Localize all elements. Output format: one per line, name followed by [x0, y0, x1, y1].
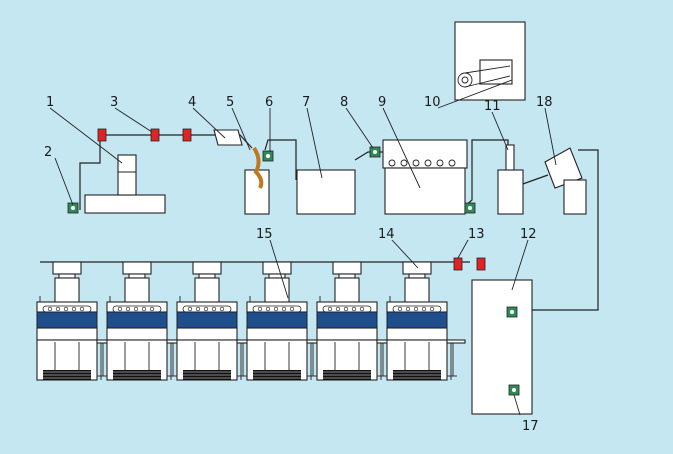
- label-14: 14: [378, 227, 395, 242]
- machine-icon: [106, 261, 186, 381]
- machine-icon: [176, 261, 256, 381]
- label-7: 7: [302, 95, 310, 110]
- machine-icon: [36, 261, 116, 381]
- label-18: 18: [536, 95, 553, 110]
- label-8: 8: [340, 95, 348, 110]
- label-12: 12: [520, 227, 537, 242]
- green-valve-icon: [262, 150, 274, 162]
- label-10: 10: [424, 95, 441, 110]
- machine-icon: [386, 261, 466, 381]
- unit-18: [544, 147, 587, 215]
- unit-7: [296, 169, 356, 215]
- label-13: 13: [468, 227, 485, 242]
- unit-5: [244, 146, 270, 215]
- red-valve-icon: [476, 257, 486, 271]
- label-2: 2: [44, 145, 52, 160]
- machine-icon: [316, 261, 396, 381]
- leader-lines: [49, 79, 557, 416]
- label-9: 9: [378, 95, 386, 110]
- unit-1: [84, 154, 166, 214]
- green-valve-icon: [506, 306, 518, 318]
- machine-icon: [246, 261, 326, 381]
- unit-12: [471, 279, 533, 415]
- machines: [36, 261, 466, 381]
- green-valve-icon: [508, 384, 520, 396]
- label-1: 1: [46, 95, 54, 110]
- green-valve-icon: [369, 146, 381, 158]
- label-3: 3: [110, 95, 118, 110]
- label-15: 15: [256, 227, 273, 242]
- label-4: 4: [188, 95, 196, 110]
- unit-4: [213, 129, 243, 146]
- label-6: 6: [265, 95, 273, 110]
- number-labels: 1 2 3 4 5 6 7 8 9 10 11 18 12 13 14 15 1…: [44, 95, 553, 434]
- red-valve-icon: [182, 128, 192, 142]
- label-17: 17: [522, 419, 539, 434]
- unit-11: [497, 144, 524, 215]
- red-valve-icon: [97, 128, 107, 142]
- red-valve-icon: [453, 257, 463, 271]
- unit-9: [382, 139, 468, 215]
- label-11: 11: [484, 99, 501, 114]
- red-valve-icon: [150, 128, 160, 142]
- label-5: 5: [226, 95, 234, 110]
- green-valve-icon: [464, 202, 476, 214]
- unit-10: [454, 21, 526, 101]
